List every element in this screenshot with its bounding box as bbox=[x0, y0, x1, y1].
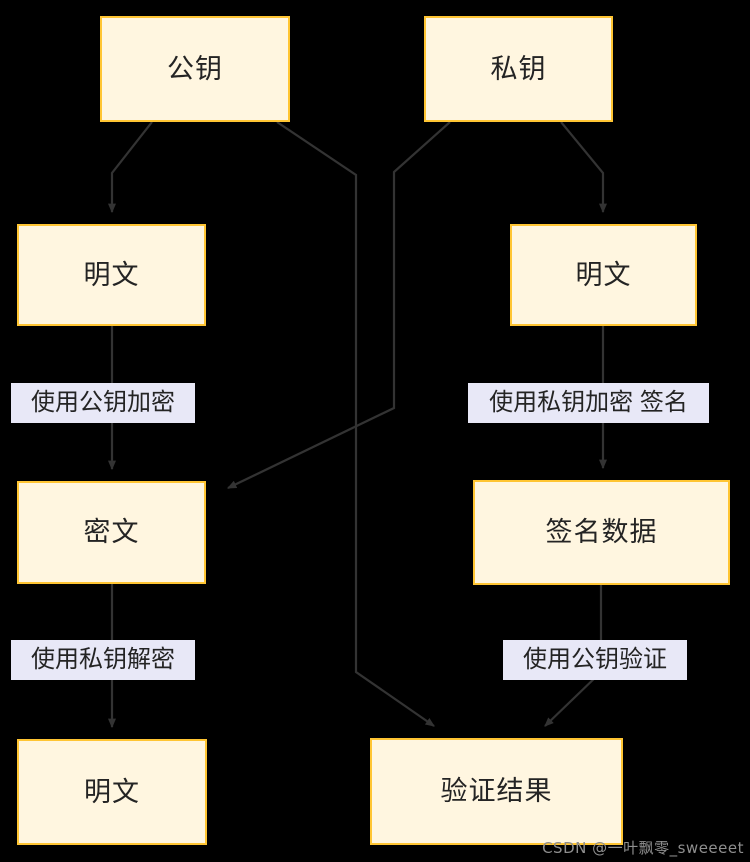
edge-label-decrypt-with-private-key: 使用私钥解密 bbox=[11, 640, 195, 680]
node-label: 验证结果 bbox=[440, 776, 553, 806]
edge-label-text: 使用公钥验证 bbox=[523, 646, 667, 674]
node-label: 私钥 bbox=[490, 53, 547, 84]
node-label: 公钥 bbox=[167, 53, 223, 84]
edge-label-text: 使用私钥加密 签名 bbox=[489, 389, 688, 417]
node-label: 明文 bbox=[83, 259, 140, 290]
node-label: 签名数据 bbox=[545, 517, 658, 547]
edge-private-key-to-plaintext-right bbox=[560, 121, 607, 214]
watermark: CSDN @一叶飘零_sweeeet bbox=[542, 839, 744, 857]
node-label: 密文 bbox=[83, 517, 140, 547]
edge-label-encrypt-with-public-key: 使用公钥加密 bbox=[11, 383, 195, 423]
edge-public-key-to-plaintext-left bbox=[108, 121, 153, 214]
node-label: 明文 bbox=[84, 776, 140, 807]
node-plaintext-left[interactable]: 明文 bbox=[17, 224, 206, 326]
node-plaintext-right[interactable]: 明文 bbox=[510, 224, 697, 326]
node-private-key[interactable]: 私钥 bbox=[424, 16, 613, 122]
edge-label-text: 使用私钥解密 bbox=[31, 646, 175, 674]
edge-private-key-to-ciphertext bbox=[227, 121, 451, 489]
edge-label-verify-with-public-key: 使用公钥验证 bbox=[503, 640, 687, 680]
edge-label-sign-with-private-key: 使用私钥加密 签名 bbox=[468, 383, 709, 423]
node-ciphertext[interactable]: 密文 bbox=[17, 481, 206, 584]
node-public-key[interactable]: 公钥 bbox=[100, 16, 290, 122]
node-verify-result[interactable]: 验证结果 bbox=[370, 738, 623, 845]
node-signature-data[interactable]: 签名数据 bbox=[473, 480, 730, 585]
node-label: 明文 bbox=[575, 259, 632, 290]
edge-label-text: 使用公钥加密 bbox=[31, 389, 175, 417]
edge-public-key-to-verify-result bbox=[276, 121, 435, 727]
node-plaintext-output[interactable]: 明文 bbox=[17, 739, 207, 845]
